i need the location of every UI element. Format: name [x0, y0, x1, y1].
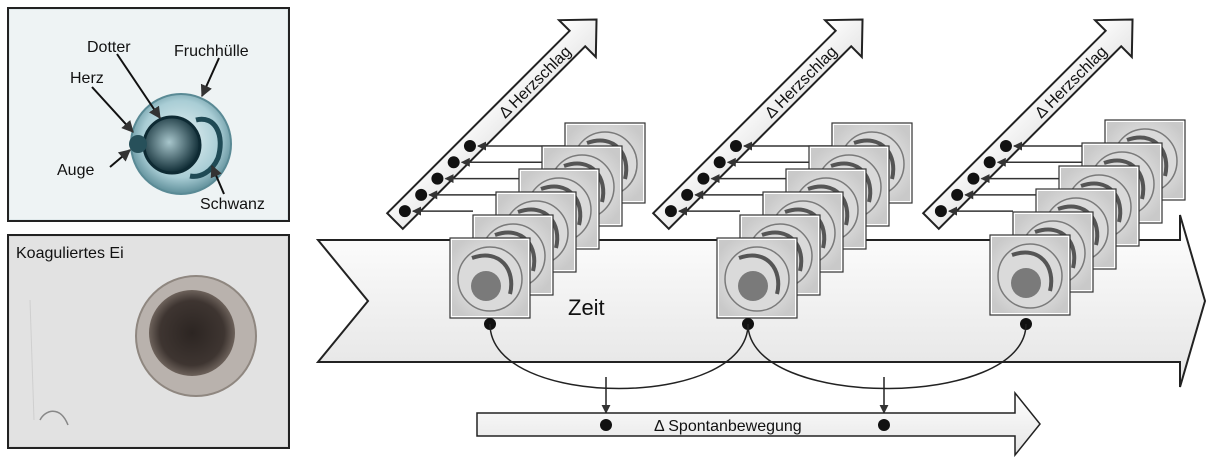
embryo-frame [989, 234, 1071, 316]
label-fruchthuelle: Fruchhülle [174, 43, 249, 60]
yolk-shape [142, 115, 202, 175]
movement-dot-1 [600, 419, 612, 431]
heartbeat-dot [431, 172, 444, 185]
heartbeat-label-1: Δ Herzschlag [496, 43, 575, 122]
heartbeat-dot [951, 188, 964, 201]
heartbeat-dot [697, 172, 710, 185]
coagulated-egg-panel: Koaguliertes Ei [7, 234, 290, 449]
heartbeat-label-3: Δ Herzschlag [1032, 43, 1111, 122]
coagulated-egg-core [149, 290, 235, 376]
embryo-frame [449, 237, 531, 319]
heartbeat-dot [664, 205, 677, 218]
movement-arrow [476, 390, 1041, 457]
tail-shape [189, 116, 223, 179]
heartbeat-dot [447, 156, 460, 169]
label-auge: Auge [57, 162, 94, 179]
movement-label: Δ Spontanbewegung [654, 418, 802, 435]
embryo-frame [716, 237, 798, 319]
heartbeat-dot [713, 156, 726, 169]
heartbeat-dot [463, 140, 476, 153]
heartbeat-dot [934, 205, 947, 218]
coagulated-title: Koaguliertes Ei [16, 245, 124, 262]
stage-group-3: Δ Herzschlag [921, 18, 1186, 330]
stage-group-2: Δ Herzschlag [651, 18, 913, 330]
heartbeat-dot [967, 172, 980, 185]
label-dotter: Dotter [87, 39, 131, 56]
movement-dot-2 [878, 419, 890, 431]
heartbeat-dot [999, 140, 1012, 153]
arc-1-2 [489, 323, 749, 390]
heartbeat-dot [415, 188, 428, 201]
label-schwanz: Schwanz [200, 196, 265, 213]
label-herz: Herz [70, 70, 104, 87]
heartbeat-dot [983, 156, 996, 169]
stage-group-1: Δ Herzschlag [385, 18, 646, 330]
heartbeat-dot [681, 188, 694, 201]
heartbeat-dot [729, 140, 742, 153]
eye-shape [129, 135, 147, 153]
heartbeat-dot [398, 205, 411, 218]
embryo-photo-panel: Dotter Fruchhülle Herz Auge Schwanz [7, 7, 290, 222]
arc-2-3 [747, 323, 1027, 390]
heartbeat-label-2: Δ Herzschlag [762, 43, 841, 122]
time-label: Zeit [568, 295, 605, 320]
stage-groups: Δ Herzschlag Δ Herzschlag Δ Herzschlag [385, 18, 1186, 330]
